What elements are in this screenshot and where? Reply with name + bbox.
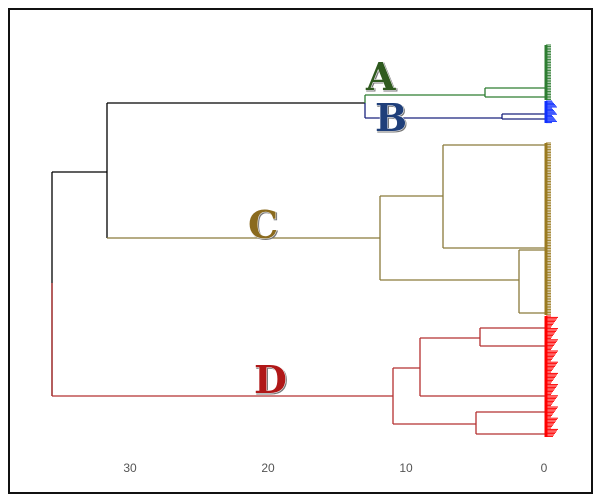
dendrogram-leaves bbox=[544, 44, 558, 437]
cluster-label-b: B bbox=[375, 95, 407, 140]
cluster-label-c: C bbox=[248, 202, 278, 247]
axis-tick-0: 0 bbox=[541, 461, 548, 475]
axis-tick-30: 30 bbox=[123, 461, 137, 475]
figure-frame bbox=[8, 8, 593, 494]
axis-tick-20: 20 bbox=[261, 461, 275, 475]
dendrogram-branches bbox=[51, 87, 546, 435]
leaf-a-block bbox=[544, 44, 551, 100]
leaf-d-block bbox=[544, 315, 558, 437]
cluster-label-a: A bbox=[365, 54, 396, 99]
axis-tick-10: 10 bbox=[399, 461, 413, 475]
leaf-b-block bbox=[544, 100, 557, 124]
cluster-labels: A B C D bbox=[248, 54, 408, 403]
cluster-label-d: D bbox=[254, 357, 287, 402]
leaf-c-block bbox=[544, 142, 551, 315]
distance-axis: 30 20 10 0 bbox=[123, 461, 547, 475]
